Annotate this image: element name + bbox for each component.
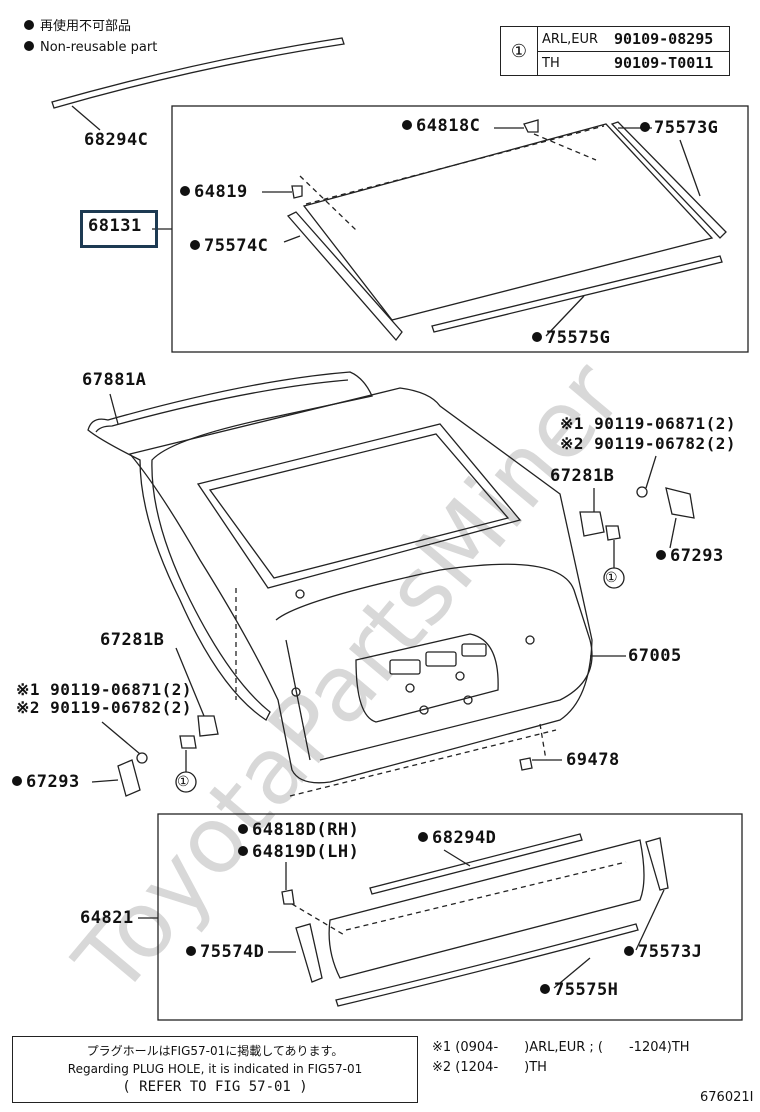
part-label-64818C[interactable]: 64818C (402, 116, 480, 136)
bolt-part-number[interactable]: 90109-T0011 (614, 54, 714, 72)
circle-1-marker-lower (175, 771, 197, 793)
license-plate-area (355, 633, 499, 723)
plug-hole-note: プラグホールはFIG57-01に掲載してあります。 Regarding PLUG… (12, 1036, 418, 1103)
garnish-group-box (157, 813, 743, 1021)
glass-group-box (171, 105, 749, 353)
part-label-64819D[interactable]: 64819D(LH) (238, 842, 359, 862)
note-refer-link[interactable]: ( REFER TO FIG 57-01 ) (122, 1079, 308, 1095)
bolt-region: ARL,EUR (542, 31, 599, 47)
circle-1-label-upper: ① (605, 570, 619, 586)
watermark: ToyotaPartsMiner (54, 342, 643, 1015)
bolt-part-number[interactable]: 90109-08295 (614, 30, 714, 48)
damper-stay-lower (197, 715, 219, 737)
part-label-90119-06871-upper[interactable]: ※1 90119-06871(2) (560, 414, 737, 433)
part-label-67005[interactable]: 67005 (628, 646, 682, 666)
circle-1-label-lower: ① (177, 774, 191, 790)
part-label-90119-06782-lower[interactable]: ※2 90119-06782(2) (16, 698, 193, 717)
footnote-2: ※2 (1204- )TH (432, 1060, 547, 1075)
rear-garnish (328, 839, 645, 979)
bolt-table-circle: ① (501, 27, 538, 75)
part-label-67281B-lower[interactable]: 67281B (100, 630, 165, 650)
door-window-opening (196, 423, 522, 589)
non-reusable-dot-icon (540, 984, 550, 994)
garnish-side-molding-right (645, 837, 669, 891)
non-reusable-dot-icon (180, 186, 190, 196)
part-label-75574C[interactable]: 75574C (190, 236, 268, 256)
bolt-table-row: ARL,EUR 90109-08295 (538, 27, 729, 52)
part-label-67881A[interactable]: 67881A (82, 370, 147, 390)
selected-part-highlight (80, 210, 158, 248)
circle-1-marker-upper (603, 567, 625, 589)
non-reusable-dot-icon (24, 20, 34, 30)
note-jp: プラグホールはFIG57-01に掲載してあります。 (86, 1044, 344, 1058)
part-label-68294C[interactable]: 68294C (84, 130, 149, 150)
part-label-67281B-upper[interactable]: 67281B (550, 466, 615, 486)
part-label-75573J[interactable]: 75573J (624, 942, 702, 962)
rear-glass (302, 123, 714, 321)
part-label-90119-06782-upper[interactable]: ※2 90119-06782(2) (560, 434, 737, 453)
non-reusable-dot-icon (624, 946, 634, 956)
part-label-75575G[interactable]: 75575G (532, 328, 610, 348)
part-label-67293-lower[interactable]: 67293 (12, 772, 80, 792)
non-reusable-dot-icon (190, 240, 200, 250)
part-label-69478[interactable]: 69478 (566, 750, 620, 770)
part-label-64821[interactable]: 64821 (80, 908, 134, 928)
upper-garnish-molding (369, 833, 583, 895)
part-label-64819[interactable]: 64819 (180, 182, 248, 202)
damper-bracket-right (665, 487, 695, 519)
part-label-75575H[interactable]: 75575H (540, 980, 618, 1000)
non-reusable-dot-icon (24, 41, 34, 51)
bolt-table-row: TH 90109-T0011 (538, 51, 729, 75)
legend: 再使用不可部品 Non-reusable part (24, 16, 157, 58)
door-weatherstrip (87, 371, 373, 721)
side-molding-left (286, 211, 403, 342)
legend-en: Non-reusable part (40, 40, 158, 55)
non-reusable-dot-icon (238, 846, 248, 856)
back-door-panel (128, 387, 593, 784)
applicability-notes: ※1 (0904- )ARL,EUR ; ( -1204)TH ※2 (1204… (432, 1038, 690, 1078)
roof-molding-strip (51, 37, 345, 109)
plug-69478 (519, 757, 533, 771)
non-reusable-dot-icon (418, 832, 428, 842)
part-label-75574D[interactable]: 75574D (186, 942, 264, 962)
non-reusable-dot-icon (238, 824, 248, 834)
lower-molding (431, 255, 723, 333)
legend-jp: 再使用不可部品 (40, 19, 132, 34)
note-en: Regarding PLUG HOLE, it is indicated in … (67, 1062, 363, 1076)
damper-bracket-left (117, 759, 141, 797)
part-label-68294D[interactable]: 68294D (418, 828, 496, 848)
figure-number: 676021I (700, 1090, 754, 1105)
non-reusable-dot-icon (656, 550, 666, 560)
part-label-75573G[interactable]: 75573G (640, 118, 718, 138)
non-reusable-dot-icon (186, 946, 196, 956)
non-reusable-dot-icon (402, 120, 412, 130)
lower-garnish-molding (335, 923, 639, 1007)
part-label-68131[interactable]: 68131 (88, 216, 142, 236)
part-label-67293-upper[interactable]: 67293 (656, 546, 724, 566)
bolt-table: ① ARL,EUR 90109-08295 TH 90109-T0011 (500, 26, 730, 76)
non-reusable-dot-icon (640, 122, 650, 132)
damper-stay-upper (579, 511, 605, 537)
side-molding-right (610, 121, 727, 239)
bolt-region: TH (542, 55, 560, 71)
footnote-1: ※1 (0904- )ARL,EUR ; ( -1204)TH (432, 1040, 690, 1055)
part-label-64818D[interactable]: 64818D(RH) (238, 820, 359, 840)
garnish-side-molding-left (295, 923, 323, 983)
non-reusable-dot-icon (12, 776, 22, 786)
part-label-90119-06871-lower[interactable]: ※1 90119-06871(2) (16, 680, 193, 699)
non-reusable-dot-icon (532, 332, 542, 342)
